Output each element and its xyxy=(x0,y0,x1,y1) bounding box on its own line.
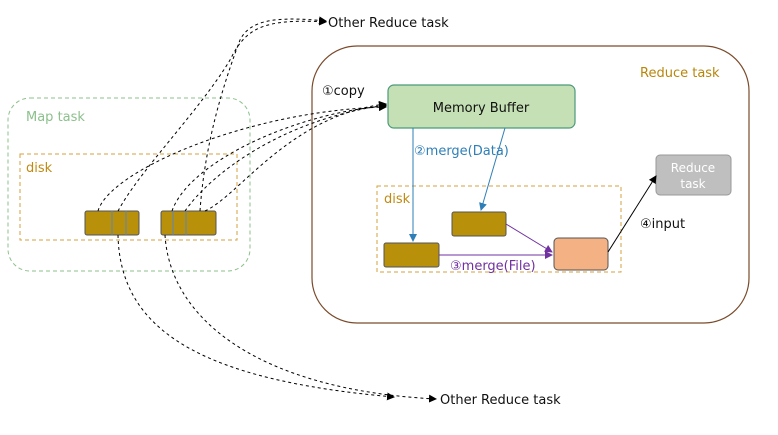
input-arrow xyxy=(607,175,657,253)
copy-arrow-4 xyxy=(204,100,387,212)
memory-buffer-label: Memory Buffer xyxy=(433,101,530,116)
other-reduce-task-bottom: Other Reduce task xyxy=(440,393,561,408)
other-reduce-top-arrow-2 xyxy=(199,16,327,212)
map-output-file-left xyxy=(84,210,140,236)
map-output-file-right xyxy=(160,210,217,236)
reduce-disk-label: disk xyxy=(384,192,411,207)
reduce-task-container xyxy=(311,45,750,324)
merge-data-arrow-right xyxy=(479,127,506,211)
step-merge-file-label: ③merge(File) xyxy=(450,259,536,274)
map-task-container xyxy=(7,97,251,272)
reduce-task-box xyxy=(655,154,732,196)
spill-file-upper xyxy=(451,211,507,237)
reduce-task-label: Reduce task xyxy=(640,66,720,81)
merge-file-arrow-upper xyxy=(505,223,553,253)
copy-arrow-3 xyxy=(184,102,387,212)
copy-arrow-2 xyxy=(171,102,387,212)
other-reduce-bottom-arrow-1 xyxy=(117,234,395,401)
reduce-task-box-line2: task xyxy=(680,177,705,191)
step-input-label: ④input xyxy=(640,217,685,232)
reduce-task-box-line1: Reduce xyxy=(671,161,715,175)
map-task-label: Map task xyxy=(26,110,85,125)
other-reduce-task-top: Other Reduce task xyxy=(328,16,449,31)
merged-file-box xyxy=(553,237,609,271)
reduce-disk-box xyxy=(376,185,622,273)
copy-arrow-1 xyxy=(97,103,387,212)
map-disk-box xyxy=(19,153,238,241)
memory-buffer-box xyxy=(387,84,576,129)
step-copy-label: ①copy xyxy=(322,84,365,99)
other-reduce-top-arrow-1 xyxy=(117,17,327,212)
step-merge-data-label: ②merge(Data) xyxy=(414,144,509,159)
spill-file-lower xyxy=(383,242,440,268)
map-disk-label: disk xyxy=(26,161,53,176)
